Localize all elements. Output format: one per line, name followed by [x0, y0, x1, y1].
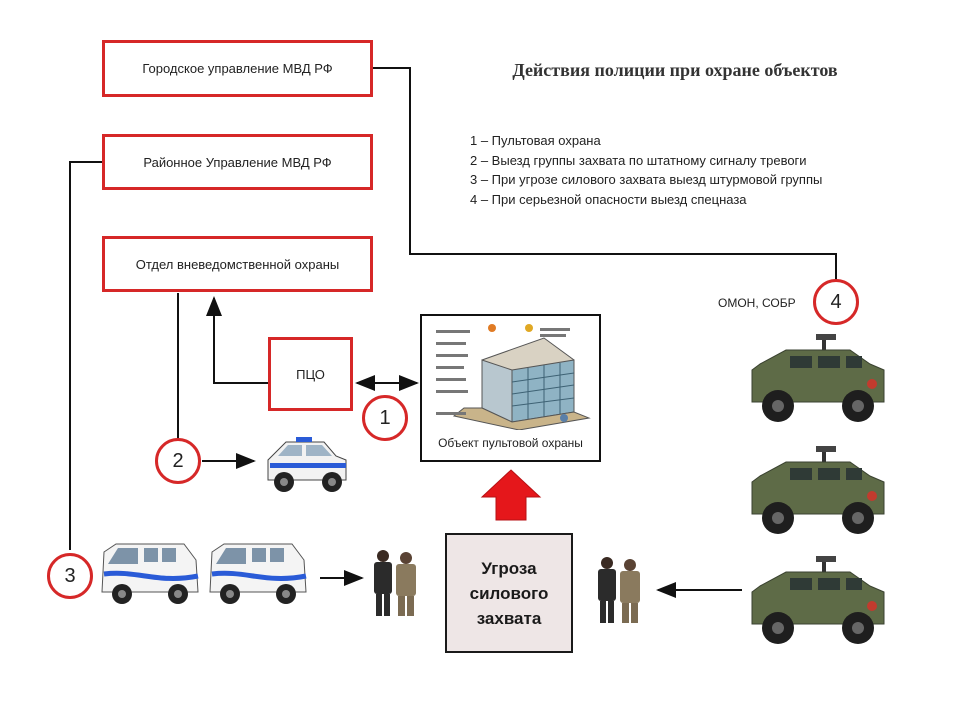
step-circle-2: 2	[155, 438, 201, 484]
diagram-title: Действия полиции при охране объектов	[512, 60, 838, 80]
threat-box: Угроза силового захвата	[445, 533, 573, 653]
omon-label: ОМОН, СОБР	[718, 296, 796, 310]
police-car-icon	[267, 437, 347, 492]
police-van-icon	[101, 543, 199, 604]
step-circle-3: 3	[47, 553, 93, 599]
line-city-to-omon	[373, 67, 837, 280]
line-pco-to-security	[206, 296, 268, 384]
soldiers-icon	[598, 557, 640, 623]
pco-label: ПЦО	[296, 366, 325, 382]
legend-item: 1 – Пультовая охрана	[470, 133, 601, 148]
security-dept-box: Отдел вневедомственной охраны	[102, 236, 373, 292]
guarded-object-box: Объект пультовой охраны	[420, 314, 601, 462]
city-mvd-box: Городское управление МВД РФ	[102, 40, 373, 97]
step-circle-4: 4	[813, 279, 859, 325]
red-up-arrow	[480, 469, 542, 521]
armored-vehicle-icon	[751, 556, 885, 644]
line-district-to-assault	[69, 161, 102, 550]
soldiers-icon	[374, 550, 416, 616]
pco-box: ПЦО	[268, 337, 353, 411]
step-circle-1: 1	[362, 395, 408, 441]
threat-line: Угроза	[481, 558, 537, 578]
police-van-icon	[209, 543, 307, 604]
threat-line: силового	[469, 583, 549, 603]
legend-item: 4 – При серьезной опасности выезд спецна…	[470, 191, 747, 207]
threat-line: захвата	[476, 608, 542, 628]
building-illustration	[436, 324, 591, 430]
legend: 1 – Пультовая охрана 2 – Выезд группы за…	[470, 131, 822, 209]
object-caption: Объект пультовой охраны	[438, 436, 583, 450]
security-dept-label: Отдел вневедомственной охраны	[135, 256, 340, 272]
armored-vehicle-icon	[751, 334, 885, 422]
district-mvd-box: Районное Управление МВД РФ	[102, 134, 373, 190]
legend-item: 3 – При угрозе силового захвата выезд шт…	[470, 172, 823, 187]
legend-item: 2 – Выезд группы захвата по штатному сиг…	[470, 152, 807, 168]
armored-vehicle-icon	[751, 446, 885, 534]
city-mvd-label: Городское управление МВД РФ	[142, 61, 333, 76]
district-mvd-label: Районное Управление МВД РФ	[143, 154, 332, 170]
